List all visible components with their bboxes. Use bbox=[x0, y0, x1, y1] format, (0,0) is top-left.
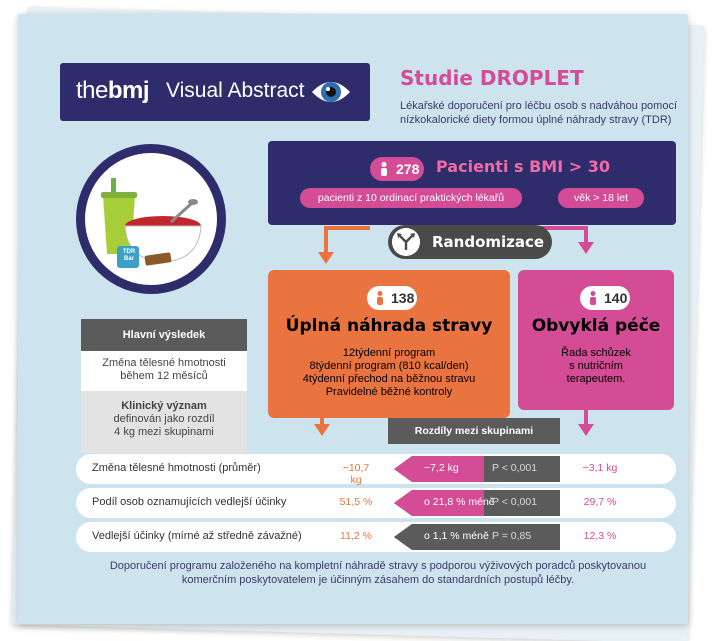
meal-replacement-illustration bbox=[101, 178, 202, 268]
conclusion-line: Doporučení programu založeného na komple… bbox=[109, 560, 647, 572]
outcome-line: během 12 měsíců bbox=[120, 370, 208, 382]
study-subtitle: Lékařské doporučení pro léčbu osob s nad… bbox=[400, 100, 678, 126]
significance-line: 4 kg mezi skupinami bbox=[114, 426, 214, 438]
significance-title: Klinický význam bbox=[121, 400, 207, 412]
tdr-count: 138 bbox=[391, 290, 415, 306]
usual-care-line: terapeutem. bbox=[566, 373, 626, 385]
difference-value: −7,2 kg bbox=[424, 462, 459, 474]
visual-abstract-card: thebmj Visual Abstract Studie DROPLET Lé… bbox=[18, 14, 688, 624]
patients-count-badge: 278 bbox=[370, 157, 424, 181]
usual-care-count: 140 bbox=[604, 290, 628, 306]
patients-practices-badge: pacienti z 10 ordinací praktických lékař… bbox=[300, 188, 522, 208]
results-row: Změna tělesné hmotnosti (průměr) −10,7 k… bbox=[76, 454, 676, 486]
difference-highlight bbox=[394, 524, 484, 550]
difference-arrow-shape bbox=[394, 456, 560, 482]
split-arrows-icon bbox=[392, 228, 420, 256]
randomization-badge: Randomizace bbox=[388, 225, 552, 259]
main-result-heading: Hlavní výsledek bbox=[81, 319, 247, 351]
person-icon bbox=[381, 162, 387, 176]
tdr-count-badge: 138 bbox=[367, 286, 417, 310]
p-value: P < 0,001 bbox=[492, 496, 538, 508]
tdr-line: 4týdenní přechod na běžnou stravu bbox=[302, 373, 476, 385]
visual-abstract-label: Visual Abstract bbox=[166, 79, 305, 102]
tdr-bar-label: TDR Bar bbox=[122, 249, 136, 262]
difference-highlight bbox=[394, 456, 484, 482]
difference-arrow-shape bbox=[394, 524, 560, 550]
row-label: Podíl osob oznamujících vedlejší účinky bbox=[92, 496, 287, 508]
clinical-significance: Klinický význam definován jako rozdíl 4 … bbox=[81, 391, 247, 453]
differences-heading: Rozdíly mezi skupinami bbox=[388, 418, 560, 444]
usual-care-line: s nutričním bbox=[569, 360, 623, 372]
tdr-description: 12týdenní program 8týdenní program (810 … bbox=[268, 347, 510, 399]
difference-highlight bbox=[394, 490, 484, 516]
person-icon bbox=[377, 291, 383, 305]
usual-care-title: Obvyklá péče bbox=[531, 316, 661, 336]
patients-banner bbox=[268, 141, 676, 225]
p-value: P < 0,001 bbox=[492, 462, 538, 474]
usual-care-value: 12,3 % bbox=[583, 530, 617, 542]
row-label: Vedlejší účinky (mírné až středně závažn… bbox=[92, 530, 302, 542]
usual-care-description: Řada schůzek s nutričním terapeutem. bbox=[528, 347, 664, 386]
randomization-label: Randomizace bbox=[432, 233, 545, 251]
difference-value: o 1,1 % méně bbox=[424, 530, 489, 542]
bmj-logo: thebmj bbox=[76, 77, 150, 104]
difference-box: o 21,8 % méně P < 0,001 bbox=[394, 490, 560, 516]
outcome-line: Změna tělesné hmotnosti bbox=[102, 357, 226, 369]
patients-count: 278 bbox=[396, 161, 420, 177]
difference-box: −7,2 kg P < 0,001 bbox=[394, 456, 560, 482]
difference-box: o 1,1 % méně P = 0,85 bbox=[394, 524, 560, 550]
usual-care-value: −3,1 kg bbox=[582, 462, 618, 474]
patients-label: Pacienti s BMI > 30 bbox=[436, 157, 610, 176]
main-result-outcome: Změna tělesné hmotnosti během 12 měsíců bbox=[81, 351, 247, 391]
significance-line: definován jako rozdíl bbox=[113, 413, 215, 425]
tdr-line: 12týdenní program bbox=[342, 347, 436, 359]
tdr-title: Úplná náhrada stravy bbox=[285, 316, 493, 336]
conclusion-text: Doporučení programu založeného na komple… bbox=[78, 559, 678, 587]
row-label: Změna tělesné hmotnosti (průměr) bbox=[92, 462, 261, 474]
results-row: Vedlejší účinky (mírné až středně závažn… bbox=[76, 522, 676, 552]
difference-value: o 21,8 % méně bbox=[424, 496, 495, 508]
tdr-line: Pravidelné běžné kontroly bbox=[325, 386, 453, 398]
tdr-line: 8týdenní program (810 kcal/den) bbox=[309, 360, 469, 372]
tdr-value: 51,5 % bbox=[339, 496, 373, 508]
difference-arrow-shape bbox=[394, 490, 560, 516]
person-icon bbox=[590, 291, 596, 305]
study-title: Studie DROPLET bbox=[400, 66, 584, 90]
conclusion-line: komerčním poskytovatelem je účinným zása… bbox=[181, 574, 575, 586]
usual-care-value: 29,7 % bbox=[583, 496, 617, 508]
tdr-value: 11,2 % bbox=[340, 530, 372, 542]
usual-care-line: Řada schůzek bbox=[561, 347, 631, 359]
results-row: Podíl osob oznamujících vedlejší účinky … bbox=[76, 488, 676, 518]
usual-care-count-badge: 140 bbox=[580, 286, 630, 310]
eye-icon bbox=[312, 82, 350, 102]
patients-age-badge: věk > 18 let bbox=[558, 188, 644, 208]
p-value: P = 0,85 bbox=[492, 530, 532, 542]
tdr-value: −10,7 kg bbox=[342, 462, 370, 486]
